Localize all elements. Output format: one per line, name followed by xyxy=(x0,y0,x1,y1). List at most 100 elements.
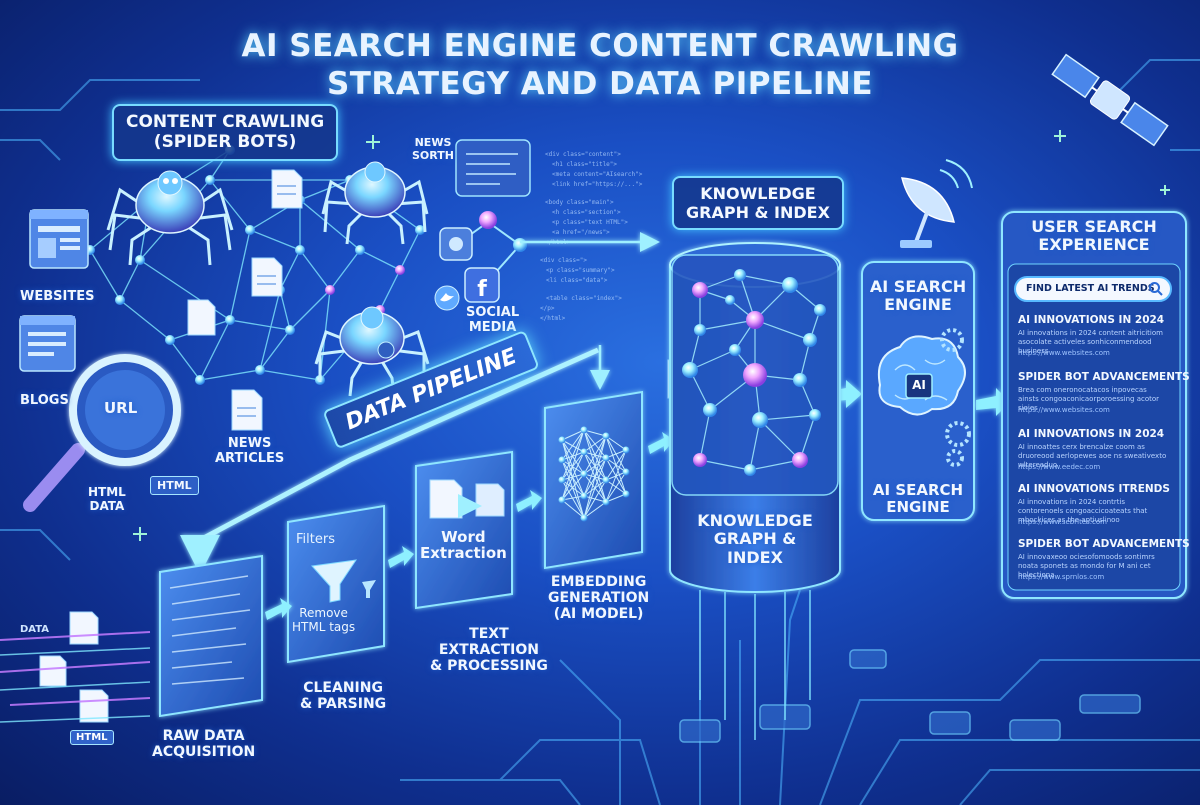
result-title[interactable]: AI INNOVATIONS ITRENDS xyxy=(1018,483,1170,495)
crawl-edge xyxy=(120,260,140,300)
cleaning-line1: CLEANING xyxy=(300,680,386,696)
crawling-heading-line2: (SPIDER BOTS) xyxy=(126,132,324,152)
crawl-node xyxy=(255,365,265,375)
svg-text:<meta content="AIsearch">: <meta content="AIsearch"> xyxy=(552,171,643,178)
svg-text:<link href="https://...">: <link href="https://..."> xyxy=(552,181,643,188)
social-node xyxy=(513,238,527,252)
ai-top-line1: AI SEARCH xyxy=(866,278,970,296)
crawl-edge xyxy=(120,300,170,340)
result-url[interactable]: https://www.eedec.com xyxy=(1018,463,1100,471)
crawl-node xyxy=(165,335,175,345)
crawl-edge xyxy=(230,320,290,330)
code-snippet: <div class="content"> <h1 class="title">… xyxy=(540,151,643,322)
websites-label: WEBSITES xyxy=(20,290,94,305)
crawl-edge xyxy=(260,370,320,380)
crawl-edge xyxy=(230,230,250,320)
svg-text:</html>: </html> xyxy=(540,315,566,322)
kg-node xyxy=(734,269,746,281)
ai-chip-label: AI xyxy=(906,378,932,392)
result-title[interactable]: AI INNOVATIONS IN 2024 xyxy=(1018,428,1164,440)
crawl-node xyxy=(325,285,335,295)
crawl-node xyxy=(195,375,205,385)
social-media-label: SOCIAL MEDIA xyxy=(466,306,519,336)
result-url[interactable]: https://www.websites.com xyxy=(1018,349,1110,357)
kg-bottom-line1: KNOWLEDGE xyxy=(690,512,820,530)
search-query-text: FIND LATEST AI TRENDS xyxy=(1026,283,1155,294)
svg-text:</p>: </p> xyxy=(540,305,555,312)
nn-node xyxy=(623,447,630,454)
svg-text:<table class="index">: <table class="index"> xyxy=(546,295,622,302)
embedding-line3: (AI MODEL) xyxy=(548,606,649,622)
pipeline-stage-cleaning xyxy=(288,506,384,662)
kg-node xyxy=(809,409,821,421)
search-input[interactable]: FIND LATEST AI TRENDS xyxy=(1014,276,1172,302)
nn-node xyxy=(559,497,566,504)
news-articles-line1: NEWS xyxy=(215,437,284,452)
svg-text:f: f xyxy=(477,277,487,302)
crawl-node xyxy=(395,265,405,275)
facebook-icon: f xyxy=(465,268,499,302)
embedding-line1: EMBEDDING xyxy=(548,574,649,590)
search-icon[interactable] xyxy=(1148,281,1164,297)
html-data-line2: DATA xyxy=(88,500,126,514)
nn-node xyxy=(603,477,610,484)
nn-node xyxy=(603,433,610,440)
result-url[interactable]: https://www.websites.com xyxy=(1018,406,1110,414)
svg-text:<p class="text HTML">: <p class="text HTML"> xyxy=(552,219,628,226)
crawl-node xyxy=(115,295,125,305)
text-line2: EXTRACTION xyxy=(430,642,548,658)
result-url[interactable]: https://www.sebrites.com xyxy=(1018,518,1107,526)
crawl-edge xyxy=(360,250,400,270)
kg-node xyxy=(682,362,698,378)
result-title[interactable]: AI INNOVATIONS IN 2024 xyxy=(1018,314,1164,326)
kg-node xyxy=(803,333,817,347)
nn-node xyxy=(559,437,566,444)
content-crawling-heading: CONTENT CRAWLING (SPIDER BOTS) xyxy=(112,104,338,161)
crawl-node xyxy=(225,315,235,325)
text-line3: & PROCESSING xyxy=(430,658,548,674)
svg-text:<div class="content">: <div class="content"> xyxy=(545,151,621,158)
result-title[interactable]: SPIDER BOT ADVANCEMENTS xyxy=(1018,538,1190,550)
nn-node xyxy=(559,457,566,464)
nn-node xyxy=(559,477,566,484)
remove-html-tags-text: Remove HTML tags xyxy=(292,606,355,634)
ai-bottom-line1: AI SEARCH xyxy=(866,482,970,499)
svg-text:<h class="section">: <h class="section"> xyxy=(552,209,621,216)
crawl-edge xyxy=(280,250,300,290)
stage-label-text: TEXT EXTRACTION & PROCESSING xyxy=(430,626,548,674)
result-title[interactable]: SPIDER BOT ADVANCEMENTS xyxy=(1018,371,1190,383)
crawl-edge xyxy=(290,290,330,330)
kg-node xyxy=(693,453,707,467)
kg-top-line2: GRAPH & INDEX xyxy=(686,203,830,222)
nn-node xyxy=(623,491,630,498)
raw-line2: ACQUISITION xyxy=(152,744,255,760)
crawl-node xyxy=(245,225,255,235)
crawl-edge xyxy=(90,250,120,300)
kg-node xyxy=(725,295,735,305)
result-url[interactable]: https://www.sprnlos.com xyxy=(1018,573,1104,581)
twitter-icon xyxy=(435,286,459,310)
html-data-label: HTML DATA xyxy=(88,486,126,514)
html-badge: HTML xyxy=(150,476,199,495)
kg-node xyxy=(703,403,717,417)
circuit-pads xyxy=(680,650,1140,742)
svg-text:<a href="/news">: <a href="/news"> xyxy=(552,229,610,236)
kg-node xyxy=(746,311,764,329)
kg-node xyxy=(792,452,808,468)
nn-node xyxy=(581,515,588,522)
crawl-edge xyxy=(200,370,260,380)
ai-top-line2: ENGINE xyxy=(866,296,970,314)
crawling-heading-line1: CONTENT CRAWLING xyxy=(126,112,324,132)
svg-text:<body class="main">: <body class="main"> xyxy=(545,199,614,206)
kg-node xyxy=(793,373,807,387)
pipeline-stage-embedding xyxy=(545,392,642,568)
nn-node xyxy=(603,499,610,506)
svg-text:<li class="data">: <li class="data"> xyxy=(546,277,608,284)
raw-line1: RAW DATA xyxy=(152,728,255,744)
nn-node xyxy=(581,471,588,478)
html-stream-tag: HTML xyxy=(70,730,114,745)
crawl-edge xyxy=(140,260,230,320)
stage-label-embedding: EMBEDDING GENERATION (AI MODEL) xyxy=(548,574,649,622)
kg-node xyxy=(692,282,708,298)
cleaning-line2: & PARSING xyxy=(300,696,386,712)
